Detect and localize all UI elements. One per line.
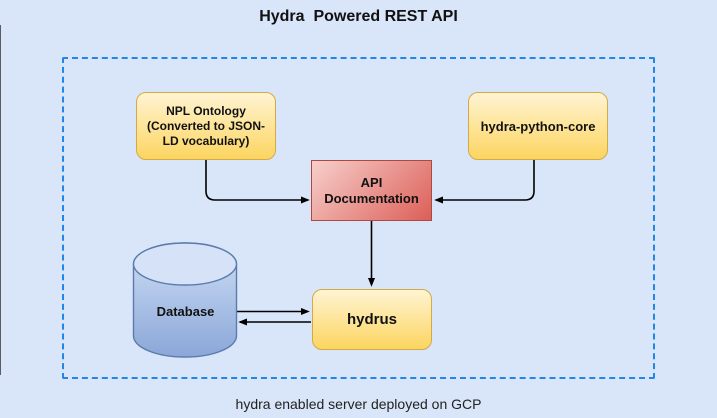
node-api-documentation: API Documentation	[311, 160, 432, 221]
node-hydra-python-core-label: hydra-python-core	[480, 118, 596, 134]
server-boundary-box	[62, 57, 655, 379]
window-edge-line	[0, 25, 1, 375]
node-hydrus: hydrus	[312, 289, 432, 350]
node-npl-ontology-label-line3: LD vocabulary)	[162, 133, 250, 148]
diagram-caption: hydra enabled server deployed on GCP	[235, 396, 482, 412]
node-api-documentation-label: API Documentation	[324, 174, 419, 206]
diagram-title: Hydra Powered REST API	[259, 8, 458, 25]
node-database-label: Database	[156, 304, 215, 319]
database-cylinder-icon	[132, 242, 238, 358]
node-npl-ontology: NPL Ontology (Converted to JSON- LD voca…	[136, 92, 276, 160]
node-npl-ontology-label-line2: (Converted to JSON-	[146, 118, 265, 133]
node-hydrus-label: hydrus	[346, 311, 397, 328]
node-npl-ontology-label-line1: NPL Ontology	[166, 103, 246, 118]
node-hydra-python-core: hydra-python-core	[468, 92, 608, 160]
